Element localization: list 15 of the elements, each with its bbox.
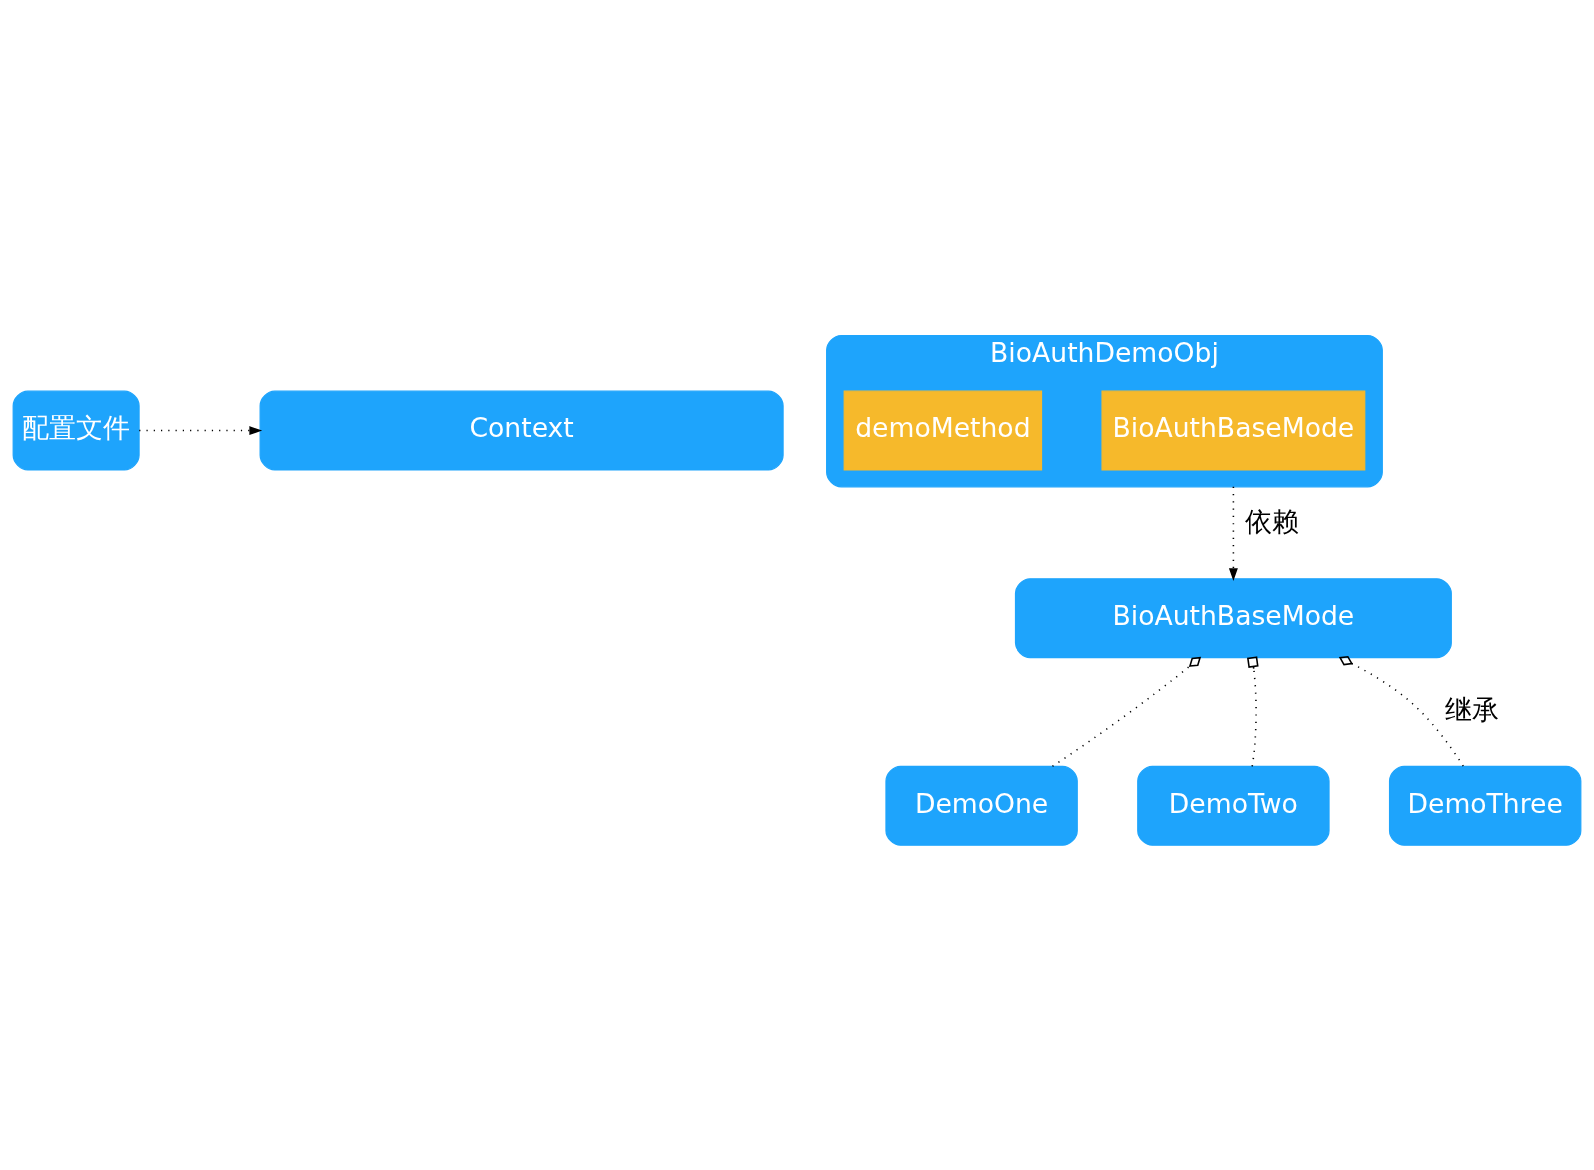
node-box: Context (259, 390, 784, 470)
edge-label: 继承 (1444, 694, 1499, 725)
connector (1051, 656, 1202, 767)
edge-label: 依赖 (1244, 506, 1299, 537)
node-box: DemoThree (1388, 765, 1582, 846)
arrow (1228, 485, 1238, 581)
node-box: DemoOne (885, 765, 1078, 846)
arrow (138, 425, 263, 435)
node-box: BioAuthBaseMode (1101, 390, 1366, 470)
connector (1338, 655, 1465, 767)
node-box: BioAuthBaseMode (1014, 577, 1452, 658)
node-box: 配置文件 (12, 390, 140, 470)
node-box: DemoTwo (1137, 765, 1330, 846)
connector (1247, 655, 1259, 767)
node-box: demoMethod (843, 390, 1043, 470)
